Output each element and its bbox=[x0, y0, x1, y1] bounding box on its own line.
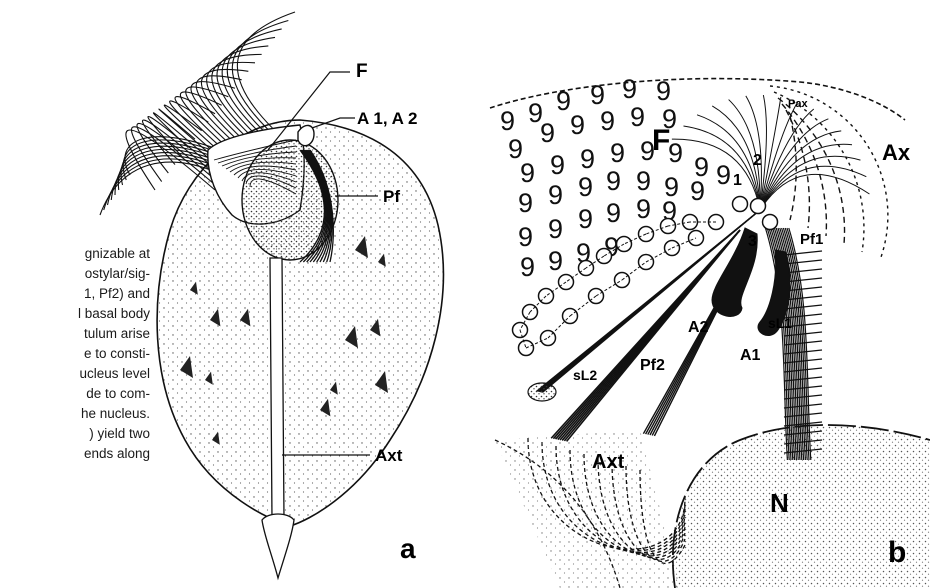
label-a2-b: A2 bbox=[688, 319, 709, 336]
label-bb2-b: 2 bbox=[753, 152, 762, 169]
panel-a: F A 1, A 2 Pf Axt a bbox=[100, 12, 443, 578]
label-bb1-b: 1 bbox=[733, 172, 742, 189]
flagellum-cross-section: 9 bbox=[518, 222, 533, 252]
flagellum-cross-section: 9 bbox=[716, 160, 731, 190]
label-basal-bodies-a: A 1, A 2 bbox=[357, 109, 417, 128]
flagellum-cross-section: 9 bbox=[690, 176, 705, 206]
axostyle-capitulum-b bbox=[770, 86, 888, 260]
label-flagella-b: F bbox=[652, 124, 670, 157]
flagellum-cross-section: 9 bbox=[636, 194, 651, 224]
label-a1-b: A1 bbox=[740, 347, 761, 364]
flagellum-cross-section: 9 bbox=[520, 252, 535, 282]
label-flagella-a: F bbox=[356, 61, 368, 82]
basal-body-circle bbox=[751, 199, 766, 214]
axostyle-a bbox=[270, 258, 284, 520]
flagellum-cross-section: 9 bbox=[548, 214, 563, 244]
basal-bodies-a bbox=[298, 125, 314, 145]
label-bb3-b: 3 bbox=[748, 233, 757, 250]
label-pf1-b: Pf1 bbox=[800, 231, 823, 248]
cell-outline-b bbox=[490, 79, 905, 120]
flagellum-cross-section: 9 bbox=[600, 106, 615, 136]
capitulum-arc bbox=[778, 98, 845, 244]
label-sl2-b: sL2 bbox=[573, 367, 597, 383]
basal-body-circle bbox=[763, 215, 778, 230]
flagellum-cross-section: 9 bbox=[540, 118, 555, 148]
sl2-terminal-bulb-b bbox=[528, 383, 556, 401]
flagellum-cross-section: 9 bbox=[656, 76, 671, 106]
flagellum-cross-section: 9 bbox=[606, 166, 621, 196]
panel-letter-b: b bbox=[888, 536, 906, 569]
flagellum-cross-section: 9 bbox=[610, 138, 625, 168]
axostyle-tip-a bbox=[262, 514, 294, 578]
pax-fiber bbox=[760, 131, 841, 210]
flagellum-cross-section: 9 bbox=[550, 150, 565, 180]
label-parabasal-a: Pf bbox=[383, 187, 400, 206]
flagellum-cross-section: 9 bbox=[622, 74, 637, 104]
label-axostyle-a: Axt bbox=[375, 446, 403, 465]
panel-letter-a: a bbox=[400, 533, 416, 564]
flagellum-cross-section: 9 bbox=[518, 188, 533, 218]
flagellum-cross-section: 9 bbox=[578, 204, 593, 234]
basal-body-circle bbox=[733, 197, 748, 212]
flagellum-cross-section: 9 bbox=[520, 158, 535, 188]
cytoplasm-stipple-b bbox=[495, 430, 680, 588]
flagellum-cross-section: 9 bbox=[500, 106, 515, 136]
flagellum-cross-section: 9 bbox=[548, 180, 563, 210]
label-sl1-b: sL1 bbox=[768, 315, 792, 331]
flagellum-cross-section: 9 bbox=[548, 246, 563, 276]
pax-fiber bbox=[760, 144, 852, 210]
flagellum-cross-section: 9 bbox=[578, 172, 593, 202]
flagellum-cross-section: 9 bbox=[570, 110, 585, 140]
flagellum-cross-section: 9 bbox=[636, 166, 651, 196]
pax-fiber bbox=[760, 156, 860, 210]
flagellum-cross-section: 9 bbox=[556, 86, 571, 116]
flagellum-cross-section: 9 bbox=[580, 144, 595, 174]
flagellum-cross-section: 9 bbox=[606, 198, 621, 228]
flagellum-cross-section: 9 bbox=[630, 102, 645, 132]
label-axostyle-ax-b: Ax bbox=[882, 140, 911, 165]
label-pax-b: Pax bbox=[788, 98, 808, 110]
pax-fiber bbox=[760, 166, 866, 210]
label-axt-b: Axt bbox=[592, 451, 625, 473]
pax-fiber bbox=[760, 174, 869, 210]
label-pf2-b: Pf2 bbox=[640, 357, 665, 374]
label-nucleus-b: N bbox=[770, 488, 789, 518]
